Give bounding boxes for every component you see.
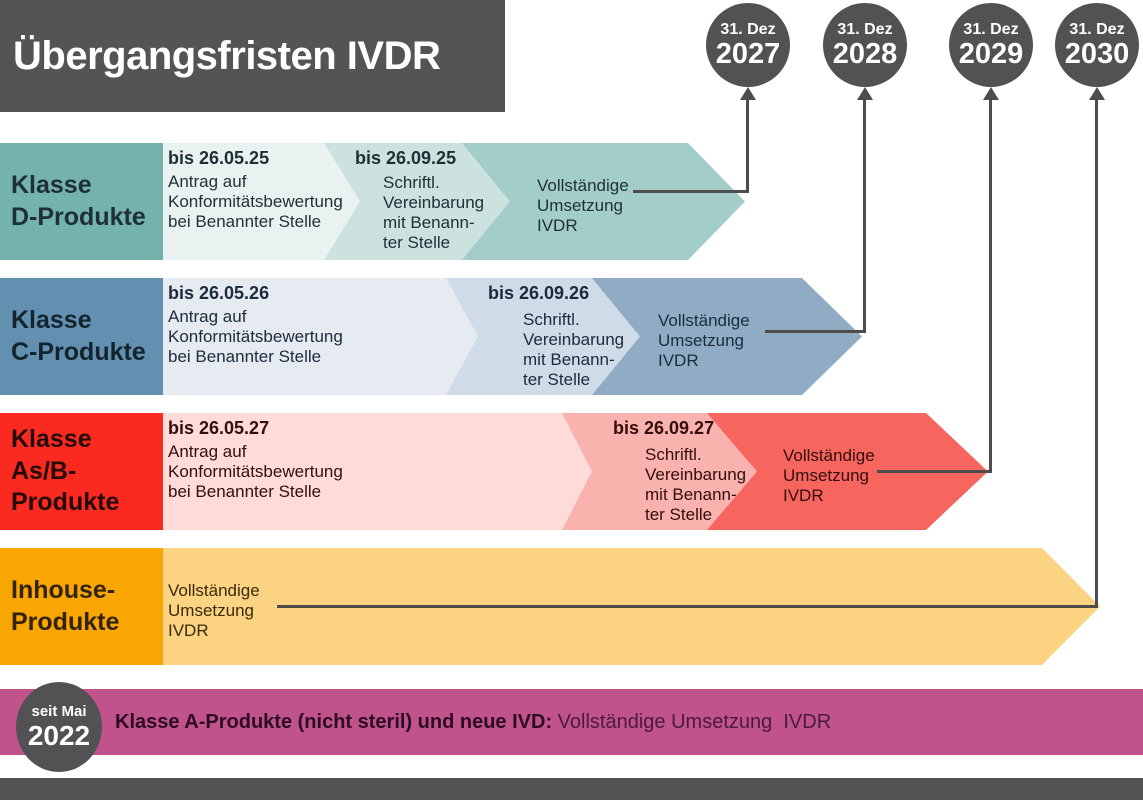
band-label: Klasse C-Produkte	[0, 278, 163, 395]
milestone-year: 2030	[1064, 37, 1130, 70]
page-title: Übergangsfristen IVDR	[13, 33, 441, 78]
connector-hline-2027	[633, 190, 748, 193]
connector-hline-2029	[877, 470, 991, 473]
band-segment-application	[163, 413, 592, 530]
footer-text-bold: Klasse A-Produkte (nicht steril) und neu…	[115, 710, 553, 733]
segment-text: Vollständige Umsetzung IVDR	[658, 311, 750, 370]
segment-deadline: bis 26.09.26	[488, 283, 590, 303]
segment-text: Vollständige Umsetzung IVDR	[783, 446, 875, 505]
milestone-year: 2029	[958, 37, 1024, 70]
arrow-up-icon	[857, 87, 873, 100]
segment-text: Antrag auf Konformitätsbewertung bei Ben…	[168, 307, 343, 366]
band-label: Klasse D-Produkte	[0, 143, 163, 260]
timeline-band-klasse-asb: Klasse As/B- Produkte bis 26.05.27 Antra…	[0, 413, 1143, 530]
connector-hline-2028	[765, 330, 865, 333]
arrow-up-icon	[1089, 87, 1105, 100]
milestone-date-label: 31. Dez	[720, 20, 776, 38]
milestone-circle-2030: 31. Dez 2030	[1055, 3, 1139, 87]
segment-text: Antrag auf Konformitätsbewertung bei Ben…	[168, 172, 343, 231]
segment-text: Schriftl. Vereinbarung mit Benann- ter S…	[645, 445, 747, 524]
segment-text: Vollständige Umsetzung IVDR	[537, 176, 629, 235]
connector-vline-2028	[863, 99, 866, 333]
connector-vline-2027	[746, 99, 749, 193]
footer-text: Klasse A-Produkte (nicht steril) und neu…	[115, 689, 831, 755]
milestone-year: 2027	[715, 37, 781, 70]
since-year: 2022	[27, 719, 91, 751]
segment-deadline: bis 26.05.25	[168, 148, 270, 168]
bottom-bar	[0, 778, 1143, 800]
milestone-circle-2029: 31. Dez 2029	[949, 3, 1033, 87]
footer-band-klasse-a	[0, 689, 1143, 755]
arrow-up-icon	[740, 87, 756, 100]
segment-deadline: bis 26.09.27	[613, 418, 715, 438]
band-label: Klasse As/B- Produkte	[0, 413, 163, 530]
band-segment-application	[163, 278, 478, 395]
footer-text-normal: Vollständige Umsetzung IVDR	[552, 710, 832, 733]
timeline-band-klasse-c: Klasse C-Produkte bis 26.05.26 Antrag au…	[0, 278, 1143, 395]
milestone-date-label: 31. Dez	[963, 20, 1019, 38]
since-label: seit Mai	[31, 703, 87, 721]
timeline-band-klasse-d: Klasse D-Produkte bis 26.05.25 Antrag au…	[0, 143, 1143, 260]
segment-deadline: bis 26.05.26	[168, 283, 270, 303]
segment-text: Schriftl. Vereinbarung mit Benann- ter S…	[383, 173, 485, 252]
segment-text: Schriftl. Vereinbarung mit Benann- ter S…	[523, 310, 625, 389]
milestone-date-label: 31. Dez	[837, 20, 893, 38]
connector-hline-2030	[277, 605, 1097, 608]
footer-since-circle: seit Mai 2022	[16, 682, 102, 772]
segment-text: Vollständige Umsetzung IVDR	[168, 581, 260, 640]
band-segment-application	[163, 143, 360, 260]
milestone-year: 2028	[832, 37, 898, 70]
milestone-date-label: 31. Dez	[1069, 20, 1125, 38]
connector-vline-2030	[1095, 99, 1098, 608]
arrow-up-icon	[983, 87, 999, 100]
connector-vline-2029	[989, 99, 992, 473]
segment-deadline: bis 26.09.25	[355, 148, 457, 168]
segment-deadline: bis 26.05.27	[168, 418, 270, 438]
segment-text: Antrag auf Konformitätsbewertung bei Ben…	[168, 442, 343, 501]
milestone-circle-2027: 31. Dez 2027	[706, 3, 790, 87]
milestone-circle-2028: 31. Dez 2028	[823, 3, 907, 87]
band-label: Inhouse- Produkte	[0, 548, 163, 665]
title-box: Übergangsfristen IVDR	[0, 0, 505, 112]
